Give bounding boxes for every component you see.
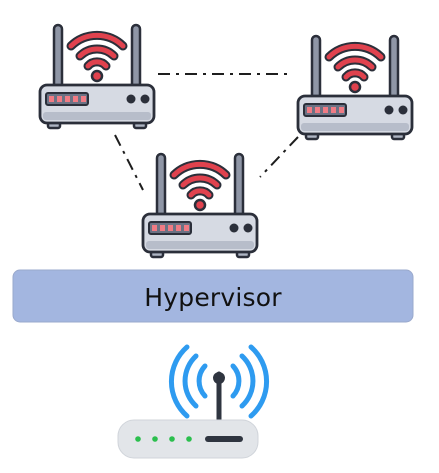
link-left-bottom [114,134,144,191]
hypervisor-layer: Hypervisor [12,269,414,323]
hypervisor-label: Hypervisor [144,283,282,312]
router-icon [143,154,257,257]
link-right-bottom [259,136,299,178]
hypervisor-bar [12,269,414,323]
access-point-icon [117,344,270,459]
router-icon [298,36,412,139]
router-icon [40,25,154,128]
